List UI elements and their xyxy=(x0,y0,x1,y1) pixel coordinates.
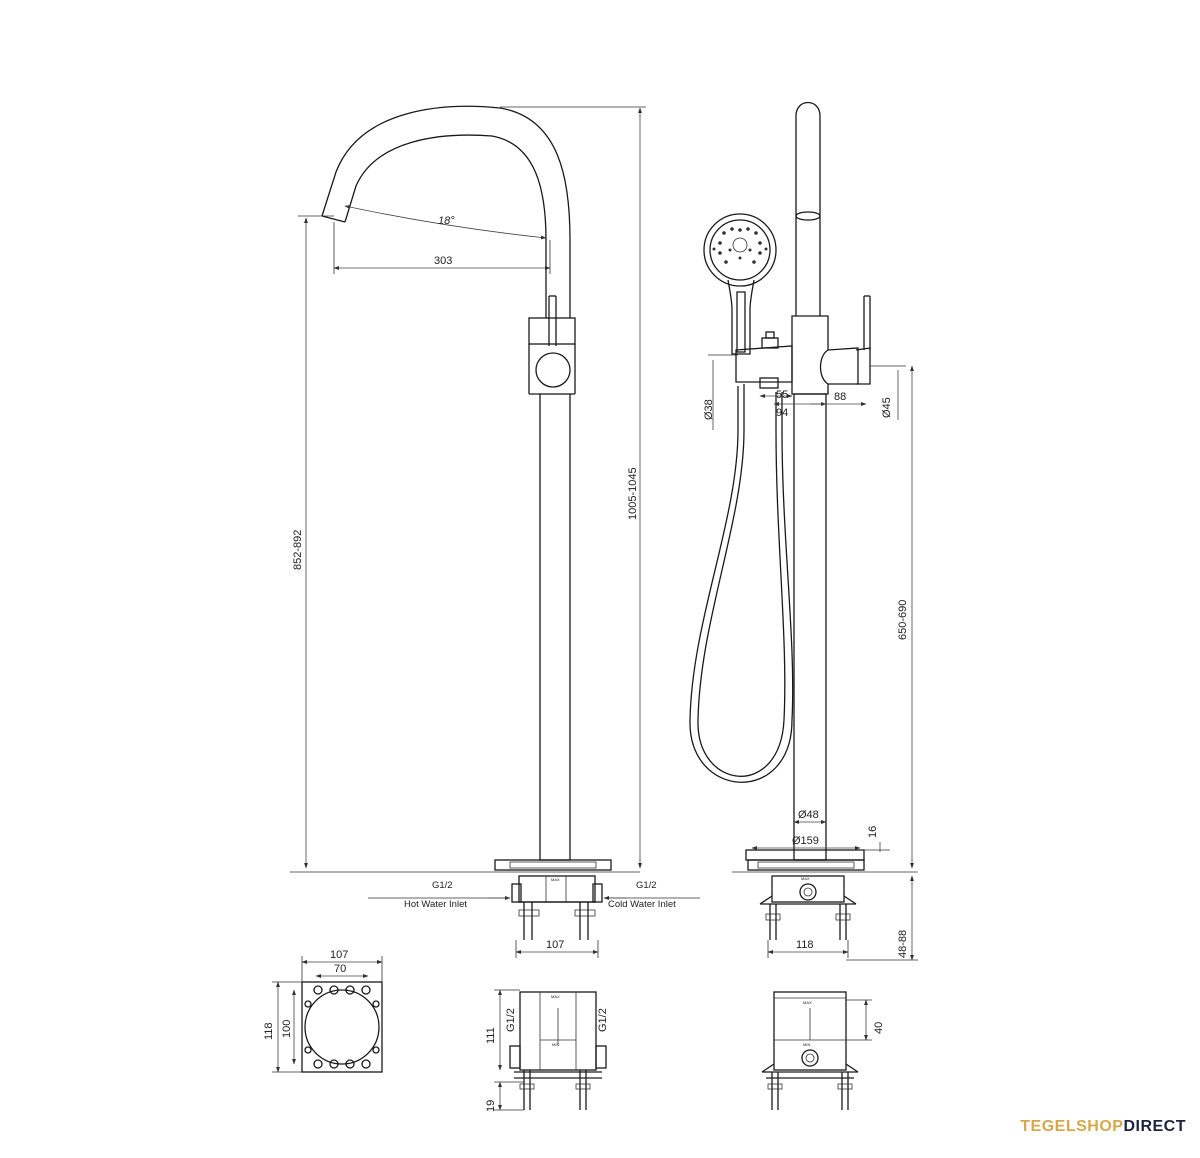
leg-height-label: 19 xyxy=(485,1100,497,1112)
box-width-front-label: 107 xyxy=(546,939,564,951)
column-dia-label: Ø48 xyxy=(798,809,819,821)
box-front-view: MAX MIN G1/2 G1/2 111 19 xyxy=(485,989,609,1112)
body-upper xyxy=(528,317,576,345)
box-side-body xyxy=(773,991,847,1071)
plan-outline xyxy=(301,981,383,1073)
side-column xyxy=(793,393,827,861)
spout-outer xyxy=(321,105,571,318)
handshower-dia-label: Ø38 xyxy=(703,399,715,420)
body-dia-label: Ø45 xyxy=(881,397,893,418)
right-thread-label: G1/2 xyxy=(597,1008,609,1032)
base-height-label: 16 xyxy=(867,826,879,838)
hot-thread-label: G1/2 xyxy=(432,880,453,891)
plan-height-inner-label: 100 xyxy=(281,1020,293,1038)
spout-reach-label: 303 xyxy=(434,255,452,267)
box-width-side-label: 118 xyxy=(796,939,814,951)
hot-inlet-label: Hot Water Inlet xyxy=(404,899,467,910)
side-base-plate xyxy=(747,859,865,871)
plan-view: 107 70 118 100 xyxy=(263,949,383,1073)
box-height-label: 111 xyxy=(485,1027,497,1044)
box-side-view: MAX MIN 40 xyxy=(761,991,885,1110)
mixer-knob xyxy=(535,352,571,388)
svg-text:MIN: MIN xyxy=(803,1042,810,1047)
brand-part1: TEGELSHOP xyxy=(1020,1118,1124,1135)
base-plate xyxy=(494,859,612,871)
box-front-body xyxy=(519,991,597,1071)
side-view: MAX Ø38 55 94 88 Ø45 650-690 Ø48 Ø159 16… xyxy=(689,101,918,961)
svg-text:MAX: MAX xyxy=(801,876,810,881)
lever-offset-label: 88 xyxy=(834,391,846,403)
brand-part2: DIRECT xyxy=(1123,1118,1186,1135)
plan-height-outer-label: 118 xyxy=(263,1022,275,1040)
cold-inlet-label: Cold Water Inlet xyxy=(608,899,676,910)
brand-logo: TEGELSHOPDIRECT xyxy=(1020,1118,1186,1136)
shower-nozzles xyxy=(712,227,768,264)
box-min-mark: MIN xyxy=(552,1042,559,1047)
spout-height-label: 852-892 xyxy=(292,530,304,570)
spout-angle-label: 18° xyxy=(438,215,455,227)
shower-hose xyxy=(697,384,786,777)
body-width-label: 94 xyxy=(776,407,788,419)
box-max-mark: MAX xyxy=(551,994,560,999)
svg-text:MAX: MAX xyxy=(803,1000,812,1005)
plan-outer-label: 107 xyxy=(330,949,348,961)
top-offset-label: 40 xyxy=(873,1022,885,1034)
cold-thread-label: G1/2 xyxy=(636,880,657,891)
column xyxy=(539,393,571,861)
left-thread-label: G1/2 xyxy=(505,1008,517,1032)
spout-inner xyxy=(344,134,547,318)
mixer-body xyxy=(791,315,829,395)
mount-box-side xyxy=(771,875,845,903)
hand-shower-head xyxy=(703,213,777,287)
total-height-label: 1005-1045 xyxy=(627,467,639,520)
outlet-bar xyxy=(735,345,793,383)
base-dia-label: Ø159 xyxy=(792,835,819,847)
svg-text:MAX: MAX xyxy=(551,877,560,882)
plan-inner-label: 70 xyxy=(334,963,346,975)
front-view: MAX 18° 303 852-892 1005-1045 G1/2 Hot xyxy=(290,105,700,958)
outlet-height-label: 650-690 xyxy=(897,600,909,640)
hose-offset-label: 55 xyxy=(776,389,788,401)
box-depth-label: 48-88 xyxy=(897,930,909,958)
